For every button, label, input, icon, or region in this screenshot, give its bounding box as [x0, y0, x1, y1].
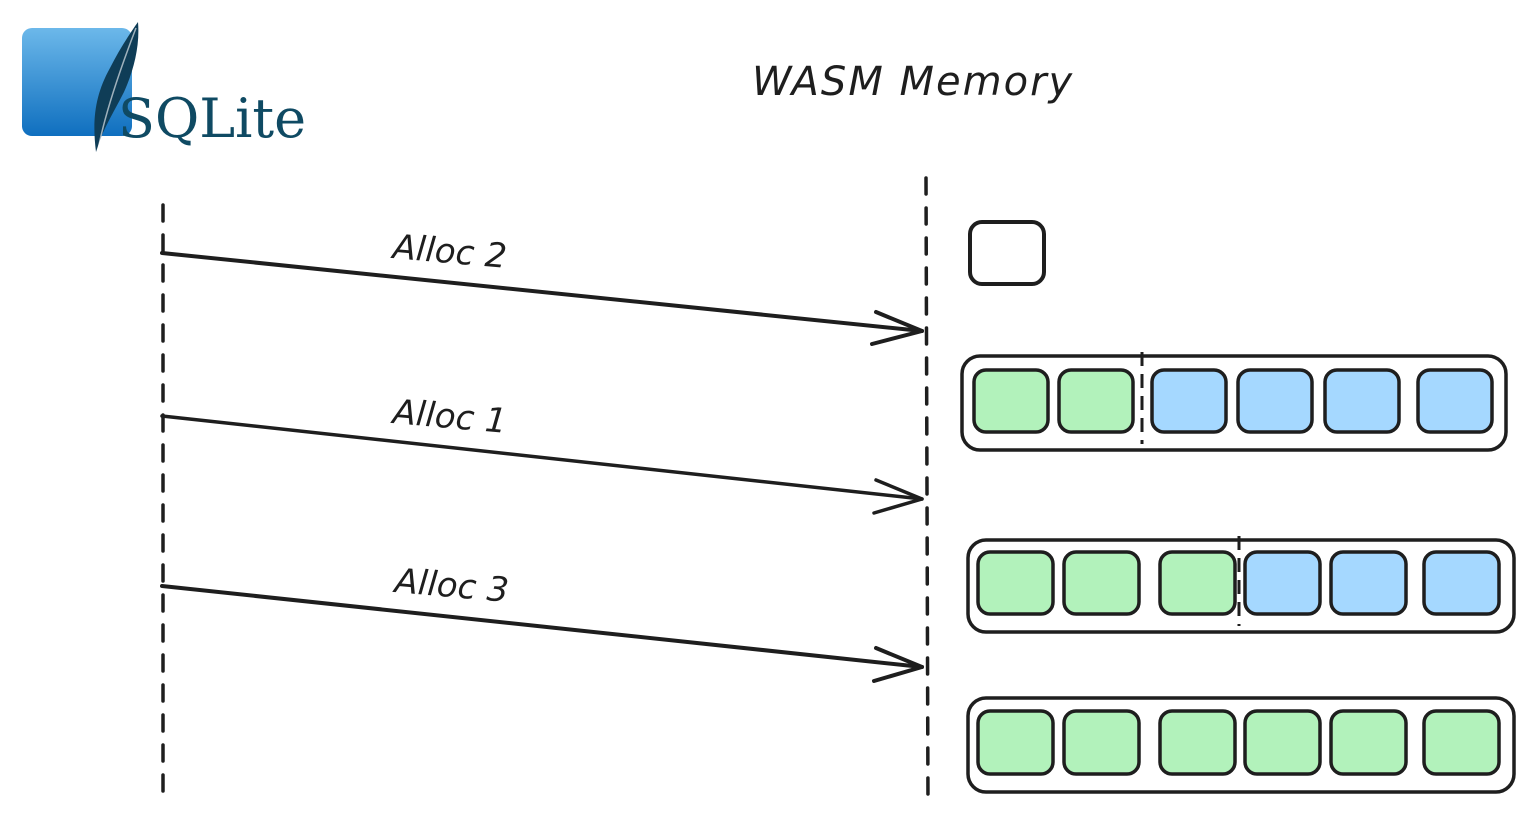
- memory-cell-blue: [1329, 550, 1408, 616]
- memory-cell-green: [1422, 709, 1501, 776]
- memory-cell-green: [1158, 709, 1237, 776]
- memory-cell-blue: [1416, 368, 1494, 434]
- alloc-arrow: Alloc 3: [160, 561, 924, 683]
- memory-cell-blue: [1243, 550, 1322, 616]
- memory-row: [968, 220, 1046, 286]
- memory-blocks: [960, 220, 1516, 794]
- sqlite-logo: SQLite: [22, 22, 306, 152]
- alloc-arrow-label: Alloc 2: [389, 227, 508, 277]
- alloc-arrow-label: Alloc 1: [389, 392, 508, 442]
- memory-cell-blue: [1323, 368, 1401, 434]
- memory-cell-blue: [1236, 368, 1314, 434]
- memory-cell-empty: [968, 220, 1046, 286]
- memory-cell-green: [976, 709, 1055, 776]
- diagram-title: WASM Memory: [752, 59, 1074, 105]
- feather-shaft-icon: [97, 27, 137, 151]
- memory-cell-green: [1329, 709, 1408, 776]
- memory-cell-blue: [1150, 368, 1228, 434]
- memory-cell-green: [1062, 550, 1141, 616]
- memory-cell-green: [972, 368, 1050, 434]
- memory-cell-blue: [1422, 550, 1501, 616]
- alloc-arrow: Alloc 2: [160, 227, 924, 346]
- memory-row: [966, 696, 1516, 794]
- alloc-arrow: Alloc 1: [160, 392, 924, 515]
- alloc-arrow-label: Alloc 3: [391, 561, 510, 611]
- logo-text: SQLite: [118, 87, 306, 150]
- memory-cell-green: [1062, 709, 1141, 776]
- memory-cell-green: [976, 550, 1055, 616]
- memory-cell-green: [1057, 368, 1135, 434]
- memory-cell-green: [1158, 550, 1237, 616]
- wasm-memory-lifeline: [924, 176, 930, 808]
- memory-row: [966, 536, 1516, 634]
- memory-cell-green: [1243, 709, 1322, 776]
- memory-row: [960, 352, 1508, 452]
